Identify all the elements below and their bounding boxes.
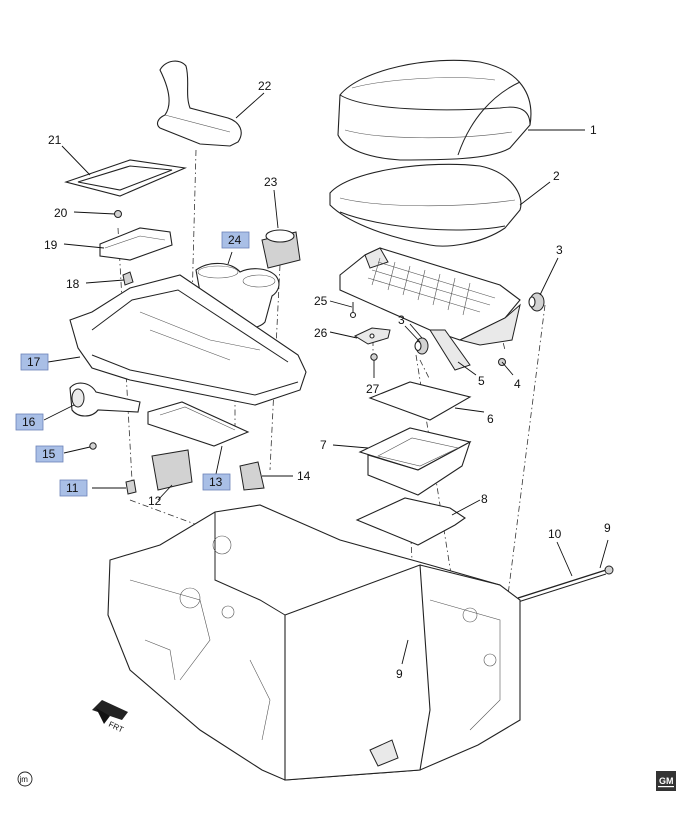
callout-2: 2 — [553, 169, 560, 183]
callout-23: 23 — [264, 175, 278, 189]
brand-logo-text: GM — [659, 776, 674, 786]
leader-lines — [43, 92, 609, 665]
callout-17: 17 — [27, 355, 41, 369]
part-19-bracket — [99, 227, 173, 261]
part-12-receptacle — [151, 449, 193, 491]
part-16-bracket — [69, 382, 141, 417]
part-3-bushing-left — [414, 337, 429, 355]
front-direction-indicator: FRT — [92, 700, 128, 734]
part-18-clip — [122, 271, 134, 286]
part-10-rod — [517, 569, 607, 603]
callout-3-left: 3 — [398, 313, 405, 327]
part-15-screw — [89, 442, 97, 450]
callout-5: 5 — [478, 374, 485, 388]
callout-17-highlight — [20, 353, 49, 371]
part-13-tray — [147, 401, 250, 447]
callout-16: 16 — [22, 415, 36, 429]
callout-4: 4 — [514, 377, 521, 391]
brand-logo: GM — [656, 771, 676, 791]
callout-9-lower: 9 — [396, 667, 403, 681]
callout-18: 18 — [66, 277, 80, 291]
author-mark: jm — [17, 771, 33, 787]
callout-8: 8 — [481, 492, 488, 506]
part-26-latch — [353, 327, 391, 345]
callout-20: 20 — [54, 206, 68, 220]
callout-6: 6 — [487, 412, 494, 426]
callout-15: 15 — [42, 447, 56, 461]
callout-24: 24 — [228, 233, 242, 247]
callout-3-right: 3 — [556, 243, 563, 257]
callout-10: 10 — [548, 527, 562, 541]
part-25-pin — [349, 302, 357, 319]
callout-19: 19 — [44, 238, 58, 252]
part-21-trim-bezel — [64, 159, 188, 197]
callout-22: 22 — [258, 79, 272, 93]
part-1-armrest-pad — [337, 59, 532, 161]
part-27-screw — [370, 353, 378, 361]
callout-21: 21 — [48, 133, 62, 147]
callout-15-highlight — [35, 445, 64, 463]
part-22-shift-boot — [156, 60, 242, 147]
part-2-armrest-substrate — [329, 163, 522, 247]
part-7-storage-bin — [358, 427, 472, 496]
callout-11: 11 — [66, 481, 79, 495]
part-23-switch — [261, 229, 301, 269]
callout-9-upper: 9 — [604, 521, 611, 535]
callouts: 1 2 3 3 4 5 6 7 8 9 9 10 11 12 13 14 15 … — [15, 79, 611, 681]
console-body — [107, 504, 521, 781]
part-9-nut-upper — [604, 565, 614, 575]
callout-13: 13 — [209, 475, 223, 489]
part-5-hinge-frame — [339, 247, 521, 371]
callout-11-highlight — [59, 479, 88, 497]
part-20-screw — [114, 210, 122, 218]
front-label: FRT — [107, 720, 125, 735]
callout-12: 12 — [148, 494, 162, 508]
part-14-connector — [239, 461, 265, 491]
callout-16-highlight — [15, 413, 44, 431]
callout-26: 26 — [314, 326, 328, 340]
callout-1: 1 — [590, 123, 597, 137]
part-8-liner — [355, 497, 466, 546]
callout-25: 25 — [314, 294, 328, 308]
callout-14: 14 — [297, 469, 311, 483]
part-6-mat — [368, 381, 472, 421]
part-11-clip — [125, 479, 137, 495]
author-mark-text: jm — [19, 775, 29, 784]
part-3-bushing-right — [528, 292, 545, 312]
callout-7: 7 — [320, 438, 327, 452]
callout-24-highlight — [221, 231, 250, 249]
part-17-console-trim-plate — [69, 274, 307, 406]
callout-13-highlight — [202, 473, 231, 491]
callout-27: 27 — [366, 382, 380, 396]
